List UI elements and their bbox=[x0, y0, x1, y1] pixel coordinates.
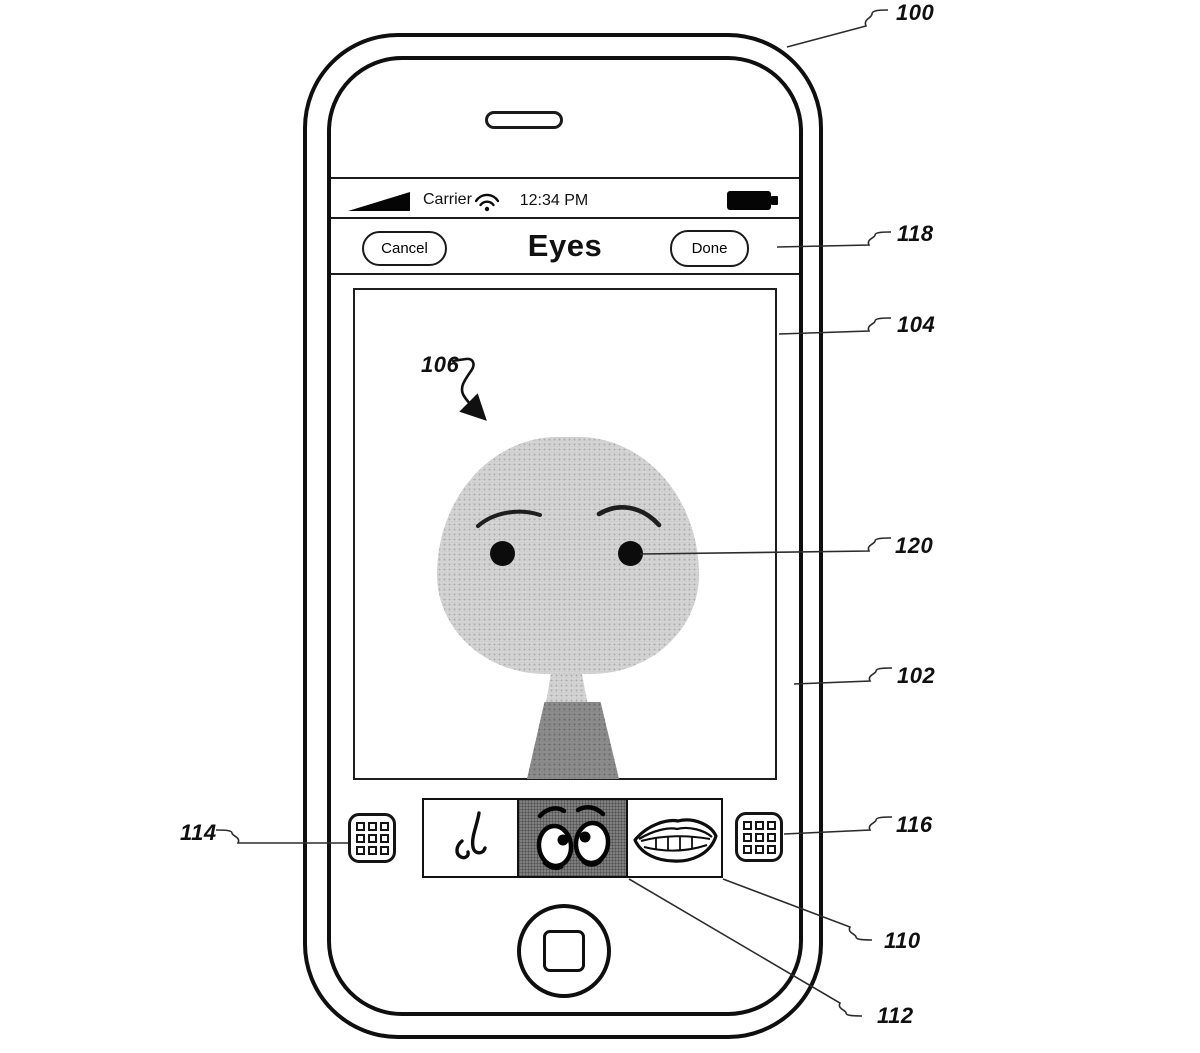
page-title: Eyes bbox=[527, 228, 603, 263]
ref-label-112: 112 bbox=[877, 1003, 914, 1028]
ref-label-102: 102 bbox=[897, 663, 936, 688]
right-grid-button[interactable] bbox=[735, 812, 783, 862]
ref-label-104: 104 bbox=[897, 312, 936, 337]
leader-100 bbox=[786, 9, 889, 48]
ref-label-120: 120 bbox=[895, 533, 934, 558]
home-button-square-icon bbox=[543, 930, 585, 972]
palette-item-mouth[interactable] bbox=[625, 800, 721, 876]
ref-label-114: 114 bbox=[180, 820, 217, 845]
wifi-icon bbox=[473, 192, 501, 217]
nose-icon bbox=[455, 811, 487, 860]
home-button[interactable] bbox=[517, 904, 611, 998]
ref-label-116: 116 bbox=[896, 812, 933, 837]
mouth-icon bbox=[633, 818, 718, 863]
navigation-bar: Eyes Cancel Done bbox=[331, 221, 799, 275]
ref-label-106: 106 bbox=[421, 352, 460, 377]
avatar-left-eye[interactable] bbox=[490, 541, 515, 566]
grid-icon bbox=[355, 821, 389, 855]
avatar-right-eye[interactable] bbox=[618, 541, 643, 566]
battery-icon bbox=[727, 191, 771, 210]
battery-nub bbox=[771, 196, 778, 205]
done-button[interactable]: Done bbox=[670, 230, 749, 267]
speaker-grill-icon bbox=[485, 111, 563, 129]
status-bar: Carrier 12:34 PM bbox=[331, 177, 799, 219]
ref-label-100: 100 bbox=[896, 0, 935, 25]
carrier-label: Carrier bbox=[423, 191, 472, 208]
feature-palette bbox=[422, 798, 723, 878]
signal-strength-icon bbox=[348, 192, 410, 211]
clock-label: 12:34 PM bbox=[519, 192, 589, 209]
phone-screen-bezel bbox=[327, 56, 803, 1016]
avatar-face[interactable] bbox=[437, 437, 699, 674]
ref-label-118: 118 bbox=[897, 221, 934, 246]
cancel-button[interactable]: Cancel bbox=[362, 231, 447, 266]
avatar-neck bbox=[545, 668, 588, 704]
ref-label-110: 110 bbox=[884, 928, 921, 953]
palette-item-nose[interactable] bbox=[424, 800, 520, 876]
grid-icon bbox=[742, 820, 776, 854]
eyes-icon bbox=[536, 804, 611, 871]
left-grid-button[interactable] bbox=[348, 813, 396, 863]
palette-item-eyes-selected[interactable] bbox=[519, 800, 626, 876]
